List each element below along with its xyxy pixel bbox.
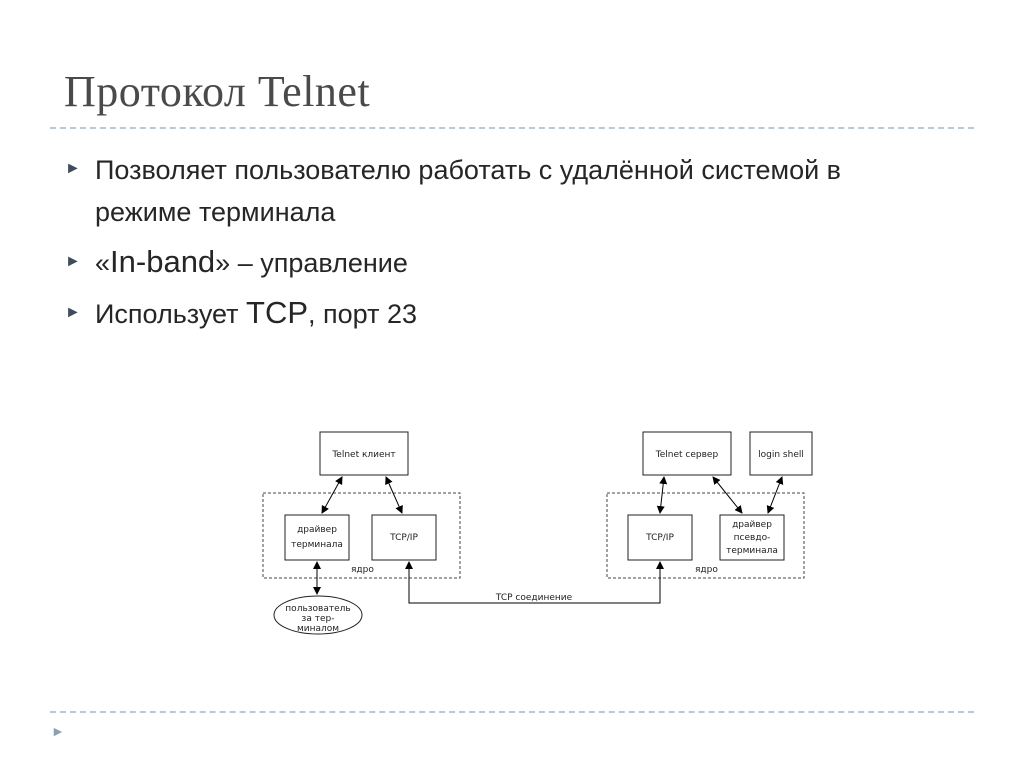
- telnet-client-label: Telnet клиент: [331, 450, 395, 460]
- user-label-2: за тер-: [302, 614, 335, 624]
- telnet-client-box: [319, 431, 409, 476]
- bullet-item: ► Позволяет пользователю работать с удал…: [64, 148, 944, 233]
- terminal-driver-label-1: драйвер: [297, 525, 337, 535]
- arrow-client-driver: [321, 476, 343, 514]
- bullet-text-pre: Использует: [95, 299, 247, 329]
- footer-divider: [50, 711, 974, 713]
- bullet-item: ► «In-band» – управление: [64, 241, 944, 284]
- server-tcpip-label: TCP/IP: [645, 533, 674, 543]
- terminal-driver-box: [284, 514, 350, 561]
- triangle-right-icon: ►: [51, 723, 65, 739]
- client-tcpip-label: TCP/IP: [389, 533, 418, 543]
- server-kernel-label: ядро: [695, 565, 718, 575]
- client-kernel-box: [262, 492, 461, 579]
- triangle-right-icon: ►: [65, 253, 81, 270]
- user-at-terminal-ellipse: [273, 595, 363, 635]
- bullet-text-emphasis: In-band: [110, 244, 216, 279]
- bullet-text: , порт 23: [308, 299, 417, 329]
- user-label-3: миналом: [297, 624, 339, 634]
- pty-label-2: псевдо-: [734, 533, 771, 543]
- triangle-right-icon: ►: [65, 160, 81, 177]
- login-shell-label: login shell: [758, 450, 804, 460]
- bullet-text-pre: «: [95, 248, 111, 278]
- tcp-connection-line: [405, 561, 664, 604]
- bullet-text: Позволяет пользователю работать с удалён…: [95, 155, 842, 227]
- bullet-item: ► Использует TCP, порт 23: [64, 292, 944, 335]
- server-kernel-box: [606, 492, 805, 579]
- bullet-text-emphasis: TCP: [246, 295, 309, 330]
- client-kernel-label: ядро: [351, 565, 374, 575]
- arrow-client-tcpip: [385, 476, 403, 514]
- title-divider: [50, 127, 974, 129]
- telnet-server-label: Telnet сервер: [655, 450, 719, 460]
- bullet-list: ► Позволяет пользователю работать с удал…: [64, 148, 944, 343]
- user-label-1: пользователь: [285, 604, 350, 614]
- slide-title: Протокол Telnet: [64, 67, 371, 116]
- arrow-server-tcpip: [656, 476, 668, 514]
- arrow-login-pty: [766, 476, 784, 514]
- pty-label-1: драйвер: [732, 520, 772, 530]
- tcp-connection-label: TCP соединение: [495, 593, 573, 603]
- telnet-server-box: [642, 431, 732, 476]
- arrow-server-pty: [712, 476, 743, 514]
- triangle-right-icon: ►: [65, 304, 81, 321]
- terminal-driver-label-2: терминала: [291, 540, 343, 550]
- client-tcpip-box: [371, 514, 437, 561]
- pty-label-3: терминала: [726, 546, 778, 556]
- pseudo-terminal-driver-box: [719, 514, 785, 561]
- server-tcpip-box: [627, 514, 693, 561]
- login-shell-box: [749, 431, 813, 476]
- bullet-text: » – управление: [215, 248, 408, 278]
